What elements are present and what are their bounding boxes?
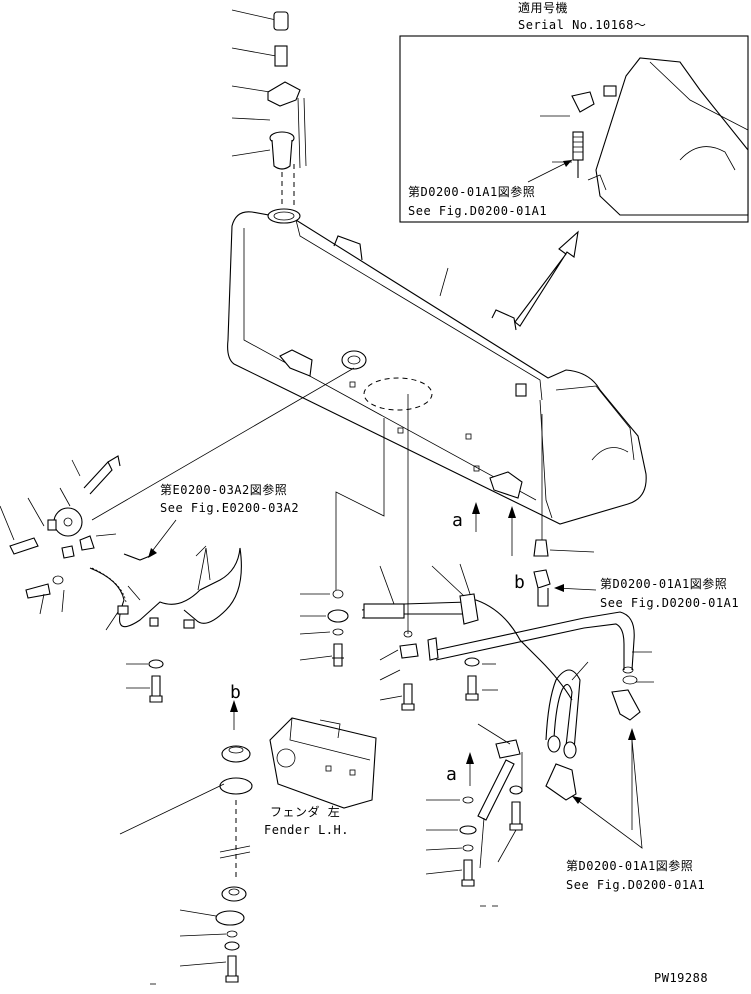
harness-connector [123, 553, 151, 561]
fender-label-jp: フェンダ 左 [270, 804, 340, 819]
fuel-tank [227, 208, 647, 525]
banjo-fitting [327, 609, 349, 623]
inset-ref-en: See Fig.D0200-01A1 [408, 204, 547, 218]
inset-tank-lip [587, 174, 607, 191]
view-markers: a b b a [230, 502, 636, 830]
sender-plate [53, 507, 83, 537]
filler-cap [267, 81, 301, 107]
sender-clip [61, 545, 75, 559]
pipe-ref-jp: 第D0200-01A1図参照 [566, 858, 693, 873]
inset-applicable-label: 適用号機 [518, 0, 568, 15]
tank-shell [227, 211, 647, 525]
fender-label-en: Fender L.H. [264, 823, 349, 837]
union-bolt [401, 683, 415, 711]
hose-clamp [459, 593, 479, 625]
tank-handle-rear [491, 309, 517, 331]
tank-front-edge [243, 228, 537, 501]
pipe-clip [611, 689, 641, 721]
sender-bolt-lower [25, 583, 51, 599]
mount-cushion [221, 886, 247, 902]
sender-boss [341, 350, 367, 370]
drain-hose-end [533, 569, 551, 589]
tank-level-window [515, 383, 527, 397]
drain-ref-jp: 第D0200-01A1図参照 [600, 576, 727, 591]
banjo-bolt [332, 643, 344, 667]
sender-float-arm [83, 461, 113, 495]
drawing-code: PW19288 [654, 971, 708, 985]
inset-ref-jp: 第D0200-01A1図参照 [408, 184, 535, 199]
guide-a [335, 418, 385, 590]
sender-bolt-upper [9, 537, 39, 555]
inset-ref-arrowhead [563, 160, 572, 167]
return-pipe [435, 611, 635, 671]
pipe-washer [464, 657, 480, 667]
breather-cap [273, 11, 289, 31]
drain-clamp [495, 739, 521, 759]
inset-serial-label: Serial No.10168～ [518, 18, 646, 32]
sender-leader [91, 367, 355, 521]
tank-recess-rear [489, 471, 523, 499]
drain-ref-en: See Fig.D0200-01A1 [600, 596, 739, 610]
fuel-hose-upper [361, 599, 573, 701]
fuel-hose-lower [545, 669, 581, 751]
filler-strainer [271, 139, 293, 170]
fuel-level-sender: 第E0200-03A2図参照 See Fig.E0200-03A2 [0, 367, 355, 703]
inset-tank-recess [679, 146, 736, 171]
cap-chain [297, 97, 307, 169]
inset-frame [399, 35, 749, 223]
mount-plate-washer [215, 910, 245, 926]
lower-washer [148, 659, 164, 669]
hose-fitting [363, 603, 405, 619]
sender-gasket [47, 519, 57, 531]
inset-pointer-arrow [514, 230, 579, 327]
drain-ref-arrowhead [554, 584, 564, 592]
lower-bolt [149, 675, 163, 703]
tank-handle [333, 235, 363, 261]
tank-bottom-opening [363, 377, 433, 411]
inset-elbow-fitting [571, 85, 617, 178]
fuel-piping [299, 563, 654, 907]
view-b-lower: b [230, 682, 241, 703]
rubber-mount-lower [219, 777, 253, 795]
sender-washer [52, 575, 64, 585]
wiring-ref-arrow [149, 519, 177, 555]
inset-tank-end [595, 57, 749, 216]
tank-top-edge [295, 219, 543, 401]
pipe-ref-leaders [571, 739, 643, 849]
drain-pipe [477, 759, 515, 821]
view-b-upper: b [514, 572, 525, 593]
sender-harness [89, 547, 242, 628]
hose-bracket [545, 763, 577, 801]
drain-cock: 第D0200-01A1図参照 See Fig.D0200-01A1 [533, 539, 739, 610]
filler-cap-stack [231, 9, 307, 208]
mount-bolt [225, 955, 239, 983]
fender-mount: フェンダ 左 Fender L.H. [119, 717, 377, 985]
cap-adapter [274, 45, 288, 67]
mount-guides [335, 394, 543, 634]
inset-panel: 適用号機 Serial No.10168～ 第D0200-01A1図参照 See… [399, 0, 749, 223]
tank-callout [439, 267, 449, 297]
inset-tank-edge [649, 61, 749, 131]
pipe-bolt [465, 675, 479, 701]
tank-recess-front [279, 349, 313, 377]
drain-bolt [509, 801, 523, 831]
pipe-reference: 第D0200-01A1図参照 See Fig.D0200-01A1 [566, 739, 705, 892]
bracket-bolt [461, 859, 475, 887]
rubber-mount-upper [221, 745, 251, 763]
fender-bracket [269, 717, 377, 809]
wiring-ref-en: See Fig.E0200-03A2 [160, 501, 299, 515]
tank-filler-neck [267, 208, 301, 224]
view-a-lower: a [446, 764, 457, 785]
view-a-upper: a [452, 510, 463, 531]
wiring-ref-jp: 第E0200-03A2図参照 [160, 482, 287, 497]
tank-end-curve [591, 447, 629, 461]
pipe-ref-en: See Fig.D0200-01A1 [566, 878, 705, 892]
pipe-union [399, 643, 419, 659]
